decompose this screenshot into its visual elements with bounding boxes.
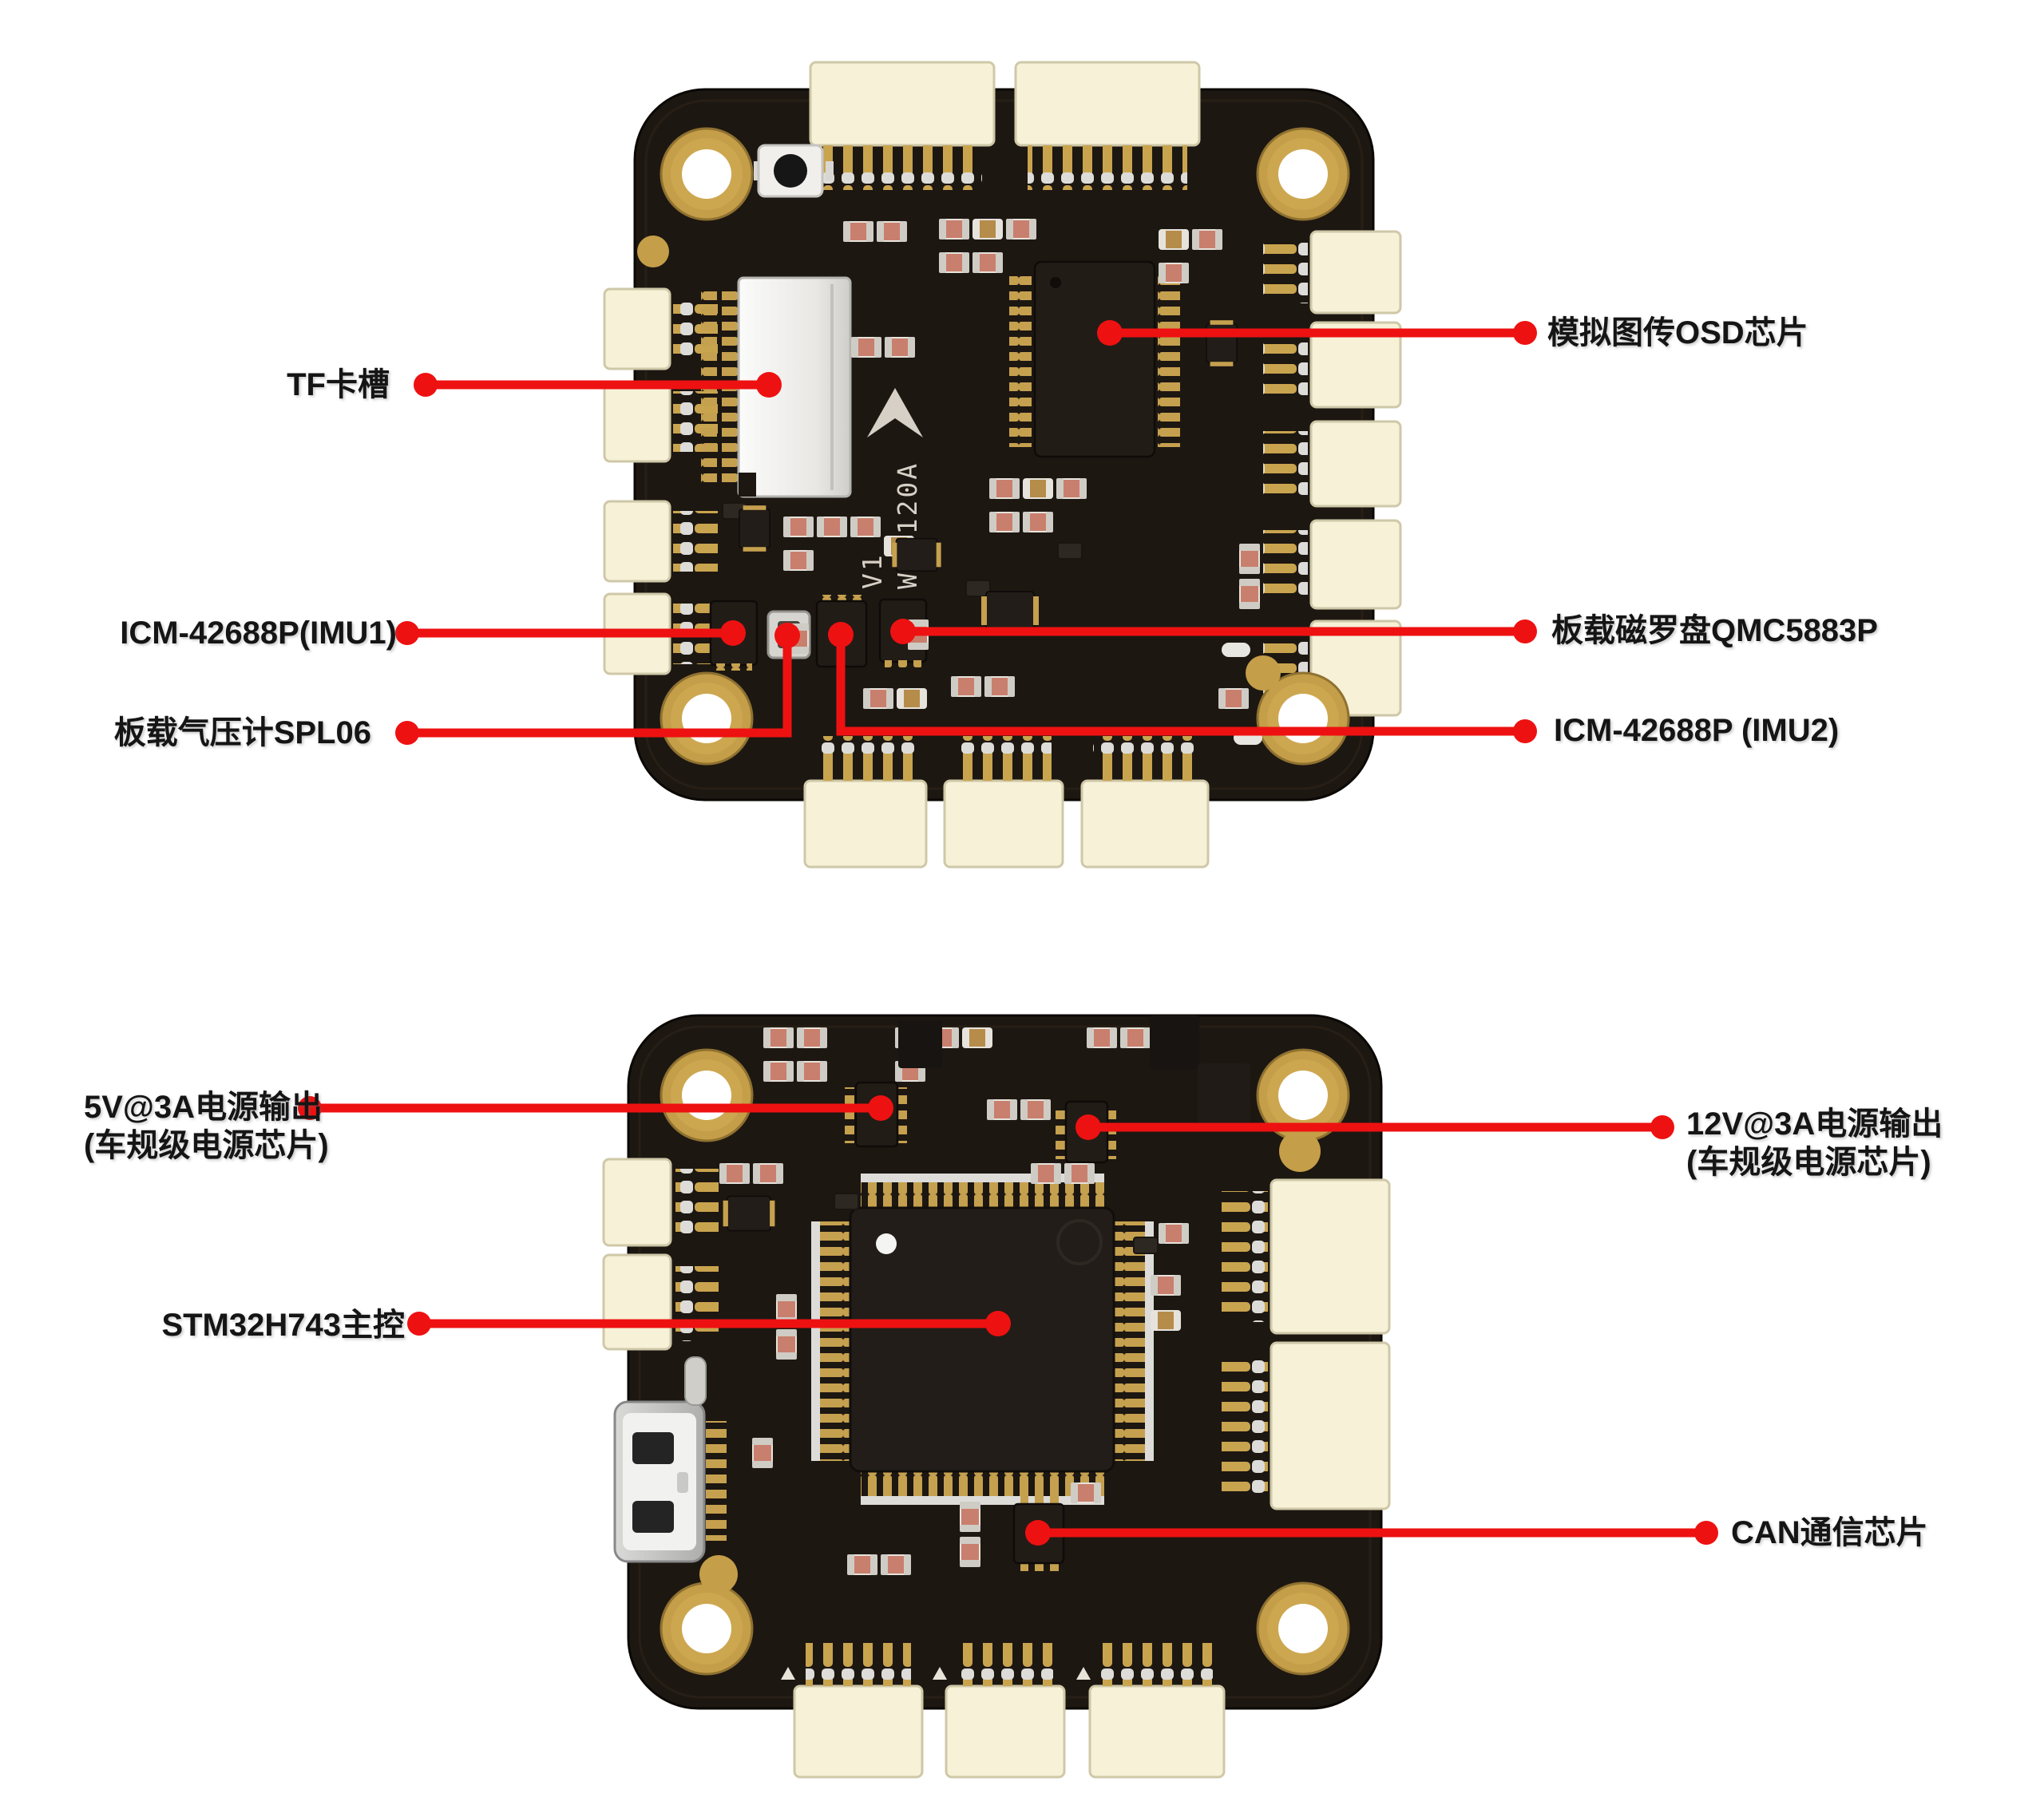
jst-connector (603, 380, 718, 463)
jst-connector (602, 1158, 719, 1247)
jst-connector (1263, 230, 1402, 315)
jst-connector (602, 1253, 719, 1351)
annotation-imu1 (395, 620, 746, 646)
mounting-holes (637, 127, 1350, 766)
mcu-chip (811, 1174, 1154, 1505)
silkscreen-triangle (1076, 1667, 1091, 1680)
annotation-label-12v-line2: (车规级电源芯片) (1686, 1145, 1931, 1180)
annotation-label-imu2: ICM-42688P (IMU2) (1554, 713, 1840, 748)
annotation-label-5v-line2: (车规级电源芯片) (84, 1128, 329, 1163)
gold-via (1246, 655, 1281, 691)
annotation-label-12v-output: 12V@3A电源输出 (车规级电源芯片) (1686, 1105, 1943, 1182)
jst-connector (1263, 420, 1402, 508)
jst-connector (1088, 1643, 1226, 1779)
annotation-5v-output (298, 1095, 893, 1121)
annotation-tf-card-slot (414, 372, 782, 398)
annotation-label-compass: 板载磁罗盘QMC5883P (1551, 613, 1878, 648)
silkscreen-triangle (933, 1667, 947, 1680)
jst-connector (603, 287, 718, 370)
annotation-barometer (395, 623, 800, 745)
gold-via (637, 236, 669, 267)
annotation-compass (890, 619, 1537, 644)
gold-via (1279, 1130, 1321, 1172)
annotation-label-mcu: STM32H743主控 (161, 1308, 405, 1343)
jst-connector (1263, 321, 1402, 409)
annotation-osd-chip (1097, 320, 1537, 346)
jst-connector (1080, 736, 1210, 869)
jst-connector (793, 1643, 924, 1779)
annotation-12v-output (1075, 1114, 1674, 1140)
boot-button (754, 144, 834, 198)
jst-connector (803, 736, 928, 869)
annotation-label-imu1: ICM-42688P(IMU1) (120, 616, 397, 651)
annotation-label-12v-line1: 12V@3A电源输出 (1686, 1106, 1943, 1142)
jst-connector (945, 1643, 1066, 1779)
annotation-label-5v-line1: 5V@3A电源输出 (84, 1090, 323, 1125)
jst-connector (1222, 1341, 1391, 1510)
silkscreen-triangle (781, 1667, 795, 1680)
jst-connector (1263, 519, 1402, 610)
annotation-can (1025, 1520, 1718, 1546)
annotation-label-tf-card-slot: TF卡槽 (287, 367, 390, 402)
usb-c-port (613, 1400, 727, 1563)
silkscreen-version: V1 (857, 552, 888, 589)
osd-chip (1009, 260, 1180, 458)
annotation-lines (298, 320, 1718, 1546)
pcb-board-front: V1 WFG120A (603, 61, 1402, 869)
annotation-label-can: CAN通信芯片 (1731, 1515, 1928, 1550)
jst-connector (1222, 1178, 1391, 1335)
jst-connector (603, 500, 718, 583)
smd-components (684, 1015, 1250, 1575)
jst-connector (943, 736, 1064, 869)
annotation-label-5v-output: 5V@3A电源输出 (车规级电源芯片) (84, 1088, 329, 1165)
tf-card-slot (701, 276, 852, 498)
gold-via (699, 1555, 738, 1593)
annotation-imu2 (828, 622, 1537, 743)
annotation-label-osd-chip: 模拟图传OSD芯片 (1547, 315, 1808, 350)
mounting-holes (660, 1048, 1350, 1676)
annotation-label-barometer: 板载气压计SPL06 (113, 715, 371, 750)
jst-connector (1014, 61, 1201, 190)
jst-connector (809, 61, 996, 190)
annotation-mcu (407, 1311, 1011, 1336)
